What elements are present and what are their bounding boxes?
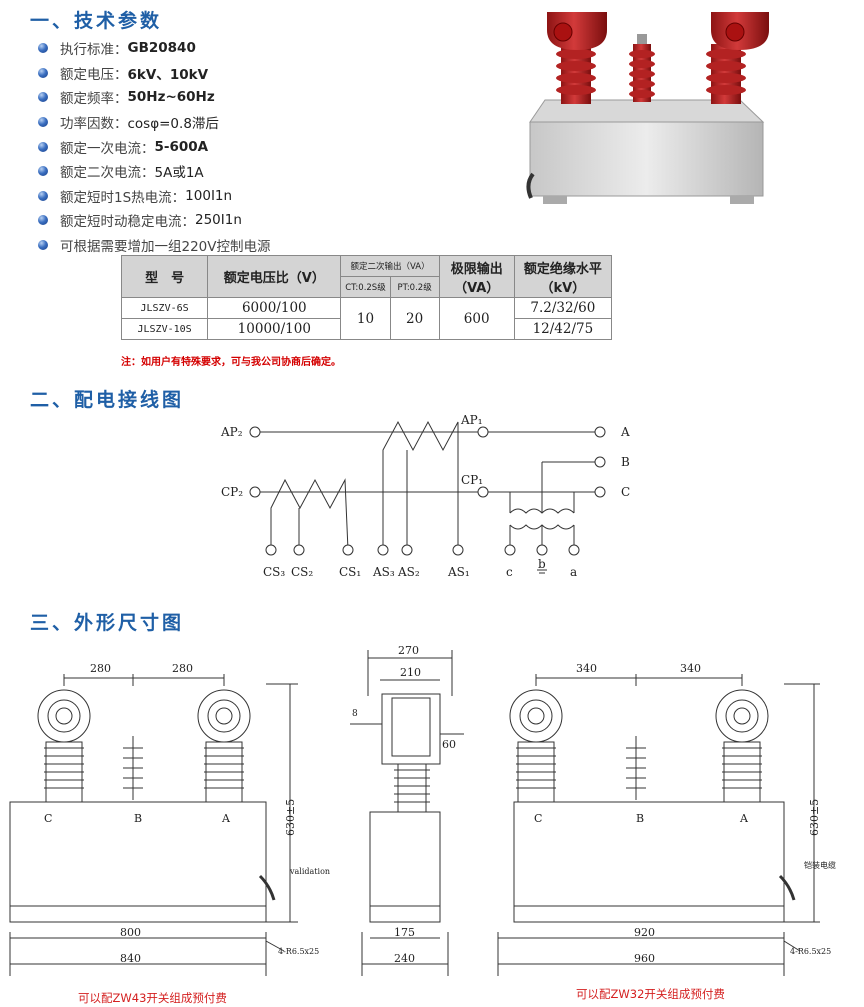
caption-right: 可以配ZW32开关组成预付费 xyxy=(576,987,725,1001)
svg-text:a: a xyxy=(570,565,577,579)
svg-text:800: 800 xyxy=(120,926,141,939)
svg-text:CP₁: CP₁ xyxy=(461,473,483,487)
header-ratio: 额定电压比（V） xyxy=(207,255,342,298)
spec-item: 额定短时1S热电流：100I1n xyxy=(38,184,271,209)
spec-item: 执行标准：GB20840 xyxy=(38,36,271,61)
bullet-icon xyxy=(38,43,48,54)
svg-text:A: A xyxy=(221,812,231,825)
svg-text:240: 240 xyxy=(394,952,415,965)
bullet-icon xyxy=(38,67,48,78)
svg-text:CS₁: CS₁ xyxy=(339,565,361,579)
header-ct: CT:0.2S级 xyxy=(340,276,391,298)
product-photo xyxy=(526,12,769,204)
svg-text:920: 920 xyxy=(634,926,655,939)
svg-text:630±5: 630±5 xyxy=(284,799,297,836)
svg-text:A: A xyxy=(620,425,630,439)
terminal-b xyxy=(594,456,606,468)
svg-text:8: 8 xyxy=(352,709,358,719)
svg-text:4-R6.5x25: 4-R6.5x25 xyxy=(790,947,831,956)
header-limit: 极限输出（VA） xyxy=(438,255,515,298)
svg-text:C: C xyxy=(621,485,630,499)
svg-text:CS₂: CS₂ xyxy=(291,565,313,579)
terminal-cp1 xyxy=(477,486,489,498)
bullet-icon xyxy=(38,117,48,128)
svg-text:210: 210 xyxy=(400,666,421,679)
terminal-c xyxy=(594,486,606,498)
svg-text:280: 280 xyxy=(172,662,193,675)
dimension-drawing-left: 280 280 630±5 C B A validation 800 840 4… xyxy=(9,662,330,976)
spec-item: 额定二次电流：5A或1A xyxy=(38,159,271,184)
bullet-icon xyxy=(38,215,48,226)
dimension-drawing-mid: 270 210 8 60 175 240 xyxy=(350,644,464,976)
terminal-ap2 xyxy=(249,426,261,438)
wiring-diagram: AP₂ AP₁ A B CP₂ CP₁ C CS₃ CS₂ CS₁ AS₃ AS… xyxy=(220,413,630,579)
section-title-dims: 三、外形尺寸图 xyxy=(30,612,185,634)
svg-text:270: 270 xyxy=(398,644,419,657)
svg-text:960: 960 xyxy=(634,952,655,965)
terminal-ap1 xyxy=(477,426,489,438)
svg-text:C: C xyxy=(44,812,52,825)
svg-text:c: c xyxy=(506,565,513,579)
bullet-icon xyxy=(38,92,48,103)
svg-text:AS₃: AS₃ xyxy=(372,565,395,579)
svg-text:b: b xyxy=(538,557,546,571)
svg-text:AS₁: AS₁ xyxy=(447,565,470,579)
table-row: JLSZV-6S 6000/100 10 20 600 7.2/32/60 xyxy=(120,297,613,340)
svg-text:340: 340 xyxy=(576,662,597,675)
svg-text:AP₂: AP₂ xyxy=(220,425,243,439)
svg-text:280: 280 xyxy=(90,662,111,675)
table-row: JLSZV-10S 10000/100 12/42/75 xyxy=(120,318,613,340)
header-model: 型 号 xyxy=(120,255,209,298)
bullet-icon xyxy=(38,141,48,152)
svg-text:B: B xyxy=(636,812,644,825)
svg-text:175: 175 xyxy=(394,926,415,939)
caption-left: 可以配ZW43开关组成预付费 xyxy=(78,991,227,1005)
svg-text:CS₃: CS₃ xyxy=(263,565,285,579)
svg-text:630±5: 630±5 xyxy=(808,799,821,836)
svg-text:840: 840 xyxy=(120,952,141,965)
svg-text:C: C xyxy=(534,812,542,825)
table-note: 注：如用户有特殊要求，可与我公司协商后确定。 xyxy=(121,357,341,368)
header-secondary: 额定二次输出（VA） xyxy=(340,255,440,277)
spec-item: 额定一次电流：5-600A xyxy=(38,134,271,159)
svg-text:AS₂: AS₂ xyxy=(397,565,420,579)
svg-text:4-R6.5x25: 4-R6.5x25 xyxy=(278,947,319,956)
svg-text:validation: validation xyxy=(289,867,330,876)
section-title-wiring: 二、配电接线图 xyxy=(30,389,185,411)
spec-list: 执行标准：GB20840 额定电压：6kV、10kV 额定频率：50Hz~60H… xyxy=(38,36,271,257)
header-pt: PT:0.2级 xyxy=(389,276,440,298)
spec-item: 可根据需要增加一组220V控制电源 xyxy=(38,233,271,258)
bullet-icon xyxy=(38,190,48,201)
bullet-icon xyxy=(38,166,48,177)
spec-item: 额定短时动稳定电流：250I1n xyxy=(38,208,271,233)
spec-item: 功率因数：cosφ=0.8滞后 xyxy=(38,110,271,135)
dimension-drawing-right: 340 340 630±5 C B A 铠装电缆 920 960 4-R6.5x… xyxy=(497,662,836,976)
spec-item: 额定电压：6kV、10kV xyxy=(38,61,271,86)
spec-item: 额定频率：50Hz~60Hz xyxy=(38,85,271,110)
svg-text:AP₁: AP₁ xyxy=(460,413,483,427)
terminal-a xyxy=(594,426,606,438)
spec-table: 型 号 额定电压比（V） 额定二次输出（VA） 极限输出（VA） 额定绝缘水平（… xyxy=(120,255,613,340)
svg-text:60: 60 xyxy=(442,738,456,751)
bullet-icon xyxy=(38,240,48,251)
svg-text:A: A xyxy=(739,812,749,825)
svg-text:CP₂: CP₂ xyxy=(221,485,243,499)
svg-text:340: 340 xyxy=(680,662,701,675)
svg-text:铠装电缆: 铠装电缆 xyxy=(804,860,836,870)
header-insulation: 额定绝缘水平（kV） xyxy=(513,255,613,298)
section-title-tech: 一、技术参数 xyxy=(30,10,163,32)
svg-text:B: B xyxy=(134,812,142,825)
terminal-cp2 xyxy=(249,486,261,498)
svg-text:B: B xyxy=(621,455,630,469)
